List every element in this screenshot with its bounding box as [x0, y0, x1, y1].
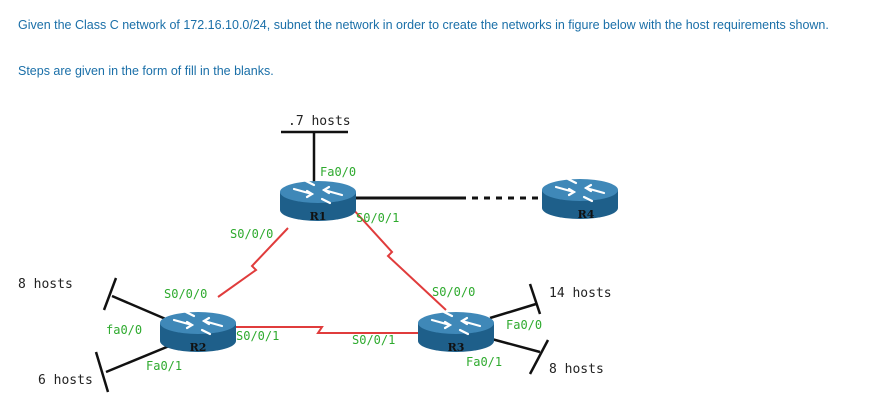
router-r3: R3: [416, 310, 496, 354]
router-r4: R4: [540, 177, 620, 221]
lan-line-r2-b: [105, 342, 175, 374]
links: [94, 130, 550, 393]
host-label-r2-lan-a: 8 hosts: [18, 277, 73, 292]
interface-label-r1-s001: S0/0/1: [356, 211, 399, 225]
intro-line-1: Given the Class C network of 172.16.10.0…: [18, 18, 829, 32]
host-label-r3-lan-a: 14 hosts: [549, 286, 612, 301]
lan-bar-r3-a: [528, 283, 542, 315]
serial-link-r1-r3: [351, 207, 447, 311]
interface-label-r2-s001: S0/0/1: [236, 329, 279, 343]
interface-label-r1-fa00: Fa0/0: [320, 165, 356, 179]
serial-link-r1-r2: [217, 227, 289, 298]
lan-line-r3-a: [489, 302, 537, 320]
interface-label-r3-fa00: Fa0/0: [506, 318, 542, 332]
lan-line-r2-a: [111, 294, 169, 322]
interface-label-r1-s000: S0/0/0: [230, 227, 273, 241]
router-label-r2: R2: [190, 341, 207, 354]
router-label-r1: R1: [310, 210, 327, 223]
interface-label-r2-s000: S0/0/0: [164, 287, 207, 301]
interface-label-r3-s000: S0/0/0: [432, 285, 475, 299]
interface-label-r2-fa00: fa0/0: [106, 323, 142, 337]
lan-bar-r3-b: [528, 339, 550, 375]
router-label-r4: R4: [578, 208, 595, 221]
router-r1: R1: [278, 179, 358, 223]
host-label-r2-lan-b: 6 hosts: [38, 373, 93, 388]
host-label-r1-lan: .7 hosts: [288, 114, 351, 129]
lan-line-r3-b: [487, 336, 541, 354]
lan-bar-r2-b: [94, 351, 110, 393]
serial-link-r2-r3: [222, 326, 422, 334]
interface-label-r3-s001: S0/0/1: [352, 333, 395, 347]
host-label-r3-lan-b: 8 hosts: [549, 362, 604, 377]
intro-line-2: Steps are given in the form of fill in t…: [18, 64, 274, 78]
lan-bar-r2-a: [102, 277, 118, 311]
interface-label-r2-fa01: Fa0/1: [146, 359, 182, 373]
router-label-r3: R3: [448, 341, 465, 354]
router-r2: R2: [158, 310, 238, 354]
interface-label-r3-fa01: Fa0/1: [466, 355, 502, 369]
